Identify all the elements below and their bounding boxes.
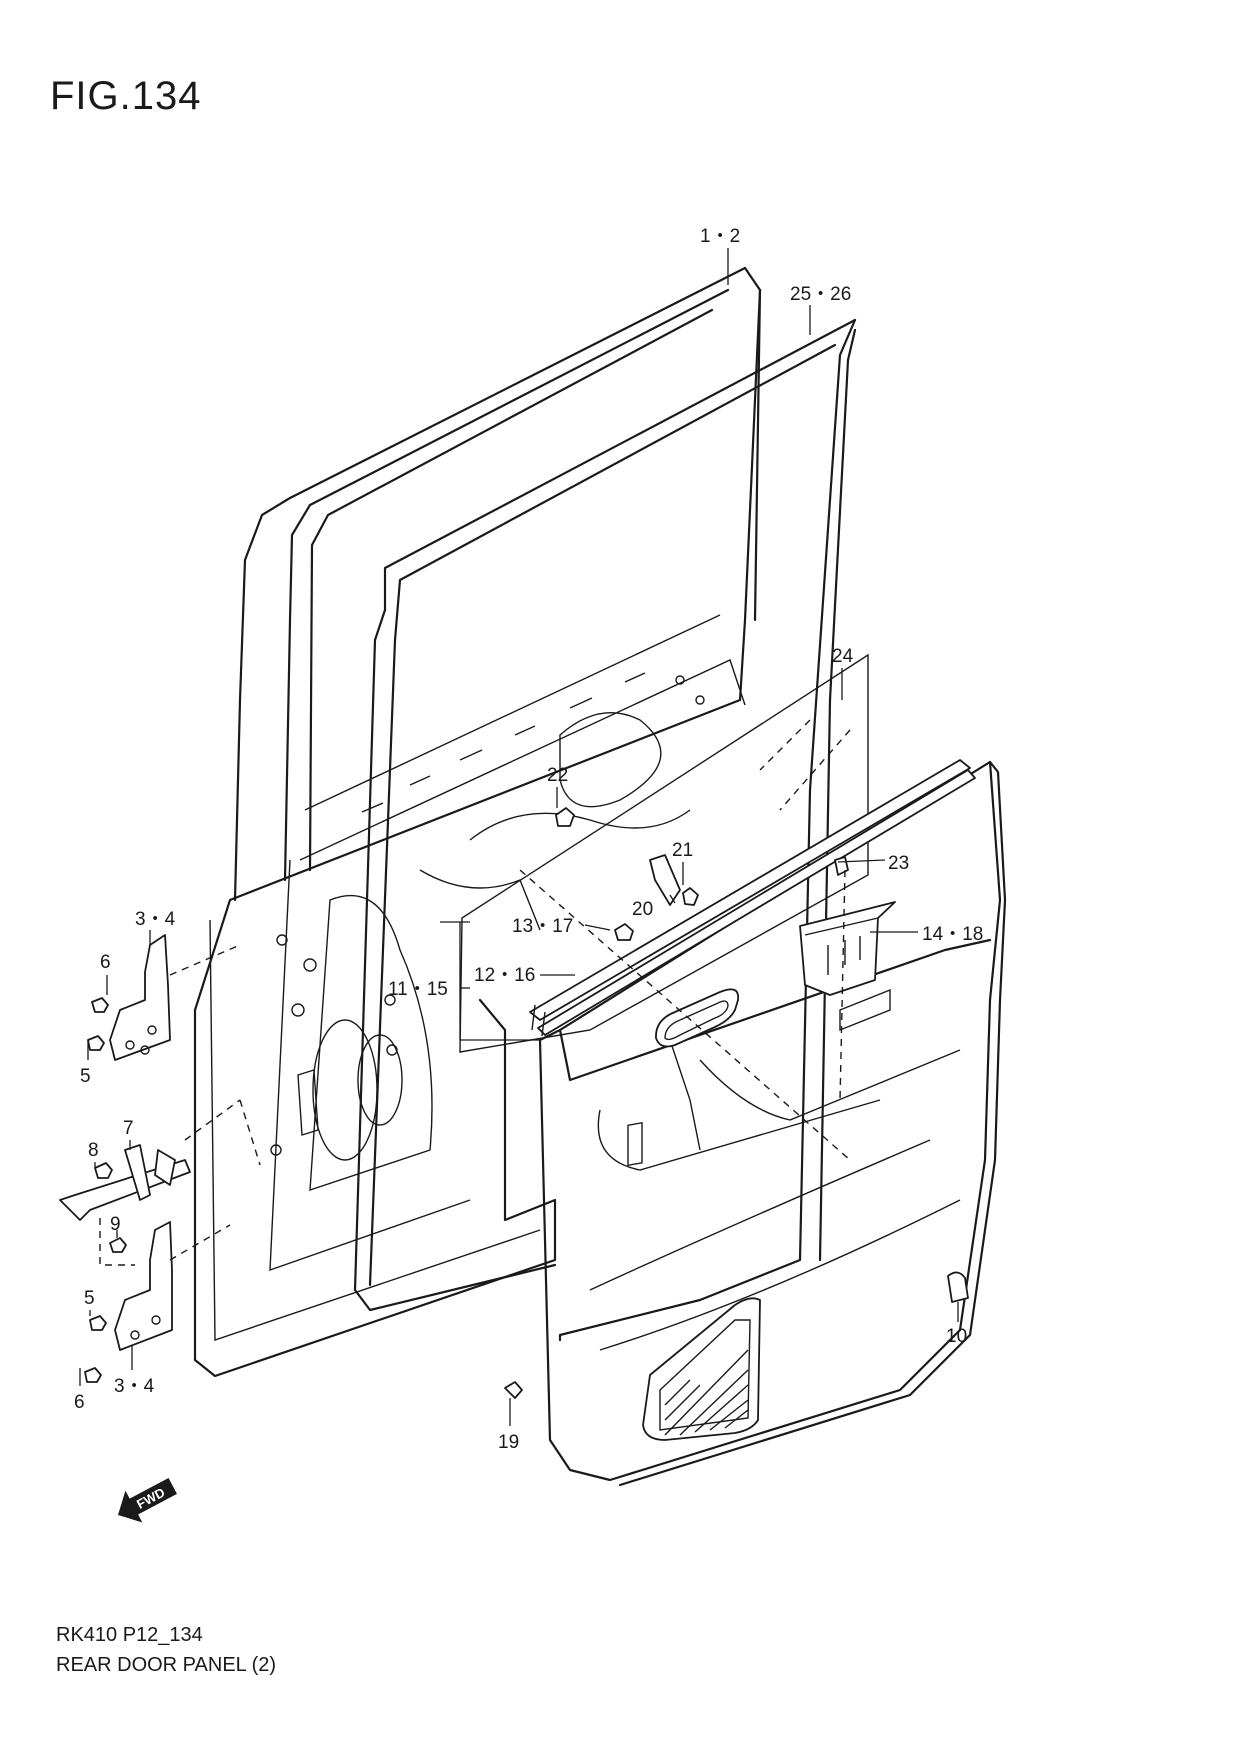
callout-13-17: 13・17 <box>512 916 573 937</box>
callout-5-bottom: 5 <box>84 1288 95 1309</box>
belt-moulding <box>529 759 976 1037</box>
callout-25-26: 25・26 <box>790 284 851 305</box>
callout-3-4-top: 3・4 <box>135 909 176 930</box>
callout-11-15: 11・15 <box>388 979 448 1000</box>
callout-20: 20 <box>632 899 653 920</box>
callout-labels: 1・2 25・26 24 22 21 23 20 13・17 14・18 11・… <box>74 226 983 1453</box>
lower-hinge <box>84 1221 173 1383</box>
door-trim-panel <box>538 760 1007 1487</box>
door-check-7 <box>59 1099 261 1266</box>
callout-8: 8 <box>88 1140 99 1161</box>
callout-1-2: 1・2 <box>700 226 740 247</box>
model-code: RK410 P12_134 <box>56 1624 203 1646</box>
diagram-name: REAR DOOR PANEL (2) <box>56 1654 277 1676</box>
figure-title: FIG.134 <box>50 74 202 118</box>
callout-6-top: 6 <box>100 952 111 973</box>
callout-23: 23 <box>888 853 909 874</box>
callout-7: 7 <box>123 1118 134 1139</box>
upper-hinge <box>87 934 171 1061</box>
callout-22: 22 <box>547 765 568 786</box>
callout-21: 21 <box>672 840 693 861</box>
callout-19: 19 <box>498 1432 519 1453</box>
door-shell <box>193 266 762 1378</box>
callout-6-bottom: 6 <box>74 1392 85 1413</box>
callout-5-top: 5 <box>80 1066 91 1087</box>
callout-24: 24 <box>832 646 854 667</box>
callout-3-4-bottom: 3・4 <box>114 1376 155 1397</box>
callout-10: 10 <box>946 1326 967 1347</box>
door-weatherstrip <box>353 318 857 1342</box>
fwd-arrow-icon: FWD <box>118 1477 177 1523</box>
leader-lines <box>79 248 959 1426</box>
callout-9: 9 <box>110 1214 121 1235</box>
callout-14-18: 14・18 <box>922 924 983 945</box>
small-fasteners <box>504 807 969 1399</box>
callout-12-16: 12・16 <box>474 965 535 986</box>
